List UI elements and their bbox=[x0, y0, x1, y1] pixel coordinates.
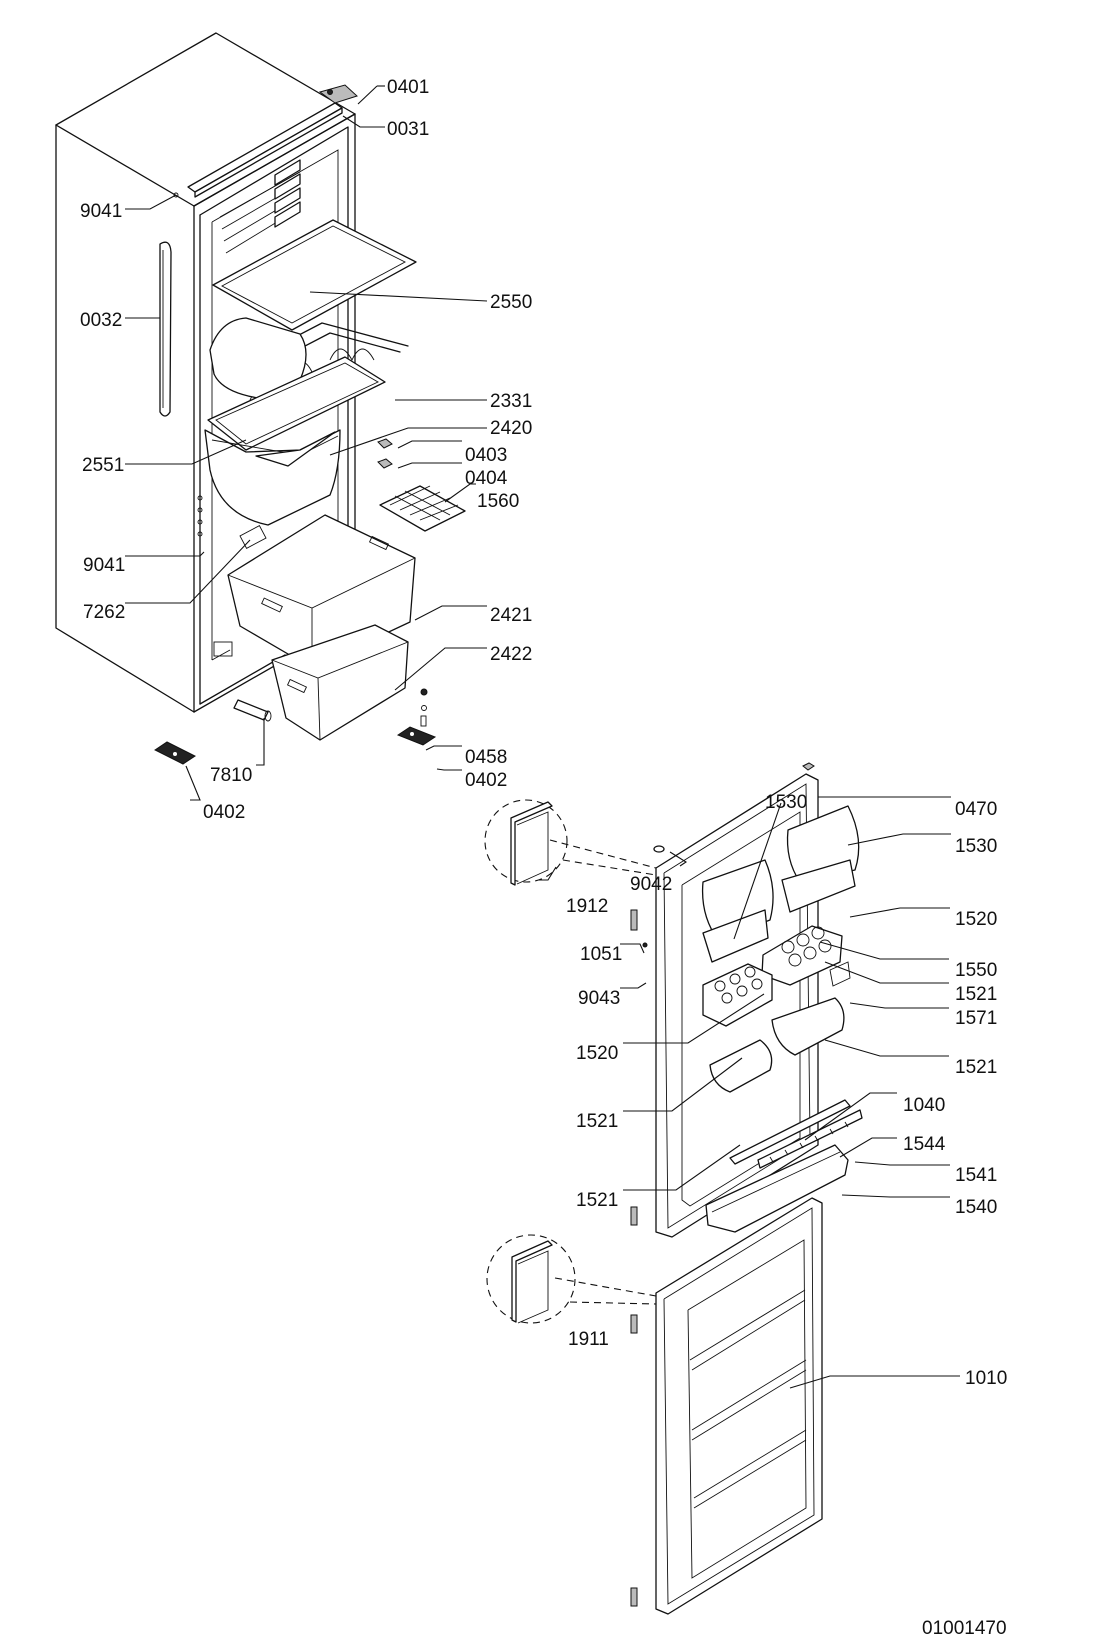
label-0401: 0401 bbox=[387, 77, 429, 98]
label-9042: 9042 bbox=[630, 874, 672, 895]
label-1521-c: 1521 bbox=[576, 1111, 618, 1132]
label-1521-b: 1521 bbox=[955, 1057, 997, 1078]
label-2551: 2551 bbox=[82, 455, 124, 476]
label-1530-right: 1530 bbox=[955, 836, 997, 857]
label-0402-right: 0402 bbox=[465, 770, 507, 791]
label-2421: 2421 bbox=[490, 605, 532, 626]
fridge-cabinet bbox=[55, 32, 358, 713]
label-1544: 1544 bbox=[903, 1134, 946, 1155]
label-9041-mid: 9041 bbox=[83, 555, 125, 576]
label-9043: 9043 bbox=[578, 988, 620, 1009]
label-1560: 1560 bbox=[477, 491, 519, 512]
label-1521-a: 1521 bbox=[955, 984, 997, 1005]
label-1520-right: 1520 bbox=[955, 909, 997, 930]
upper-door bbox=[484, 762, 863, 1238]
label-0404: 0404 bbox=[465, 468, 508, 489]
label-1051: 1051 bbox=[580, 944, 622, 965]
label-7810: 7810 bbox=[210, 765, 252, 786]
label-1571: 1571 bbox=[955, 1008, 997, 1029]
label-1911: 1911 bbox=[568, 1329, 609, 1350]
label-0032: 0032 bbox=[80, 310, 122, 331]
lower-door bbox=[486, 1197, 823, 1615]
label-2420: 2420 bbox=[490, 418, 532, 439]
label-0458: 0458 bbox=[465, 747, 507, 768]
label-2422: 2422 bbox=[490, 644, 532, 665]
label-1040: 1040 bbox=[903, 1095, 945, 1116]
label-0470: 0470 bbox=[955, 799, 997, 820]
label-2550: 2550 bbox=[490, 292, 532, 313]
label-2331: 2331 bbox=[490, 391, 532, 412]
label-9041-top: 9041 bbox=[80, 201, 122, 222]
label-1912: 1912 bbox=[566, 896, 608, 917]
label-0403: 0403 bbox=[465, 445, 507, 466]
label-1541: 1541 bbox=[955, 1165, 997, 1186]
shelves-and-bins bbox=[154, 219, 466, 765]
label-0402-left: 0402 bbox=[203, 802, 245, 823]
label-1010: 1010 bbox=[965, 1368, 1007, 1389]
label-7262: 7262 bbox=[83, 602, 125, 623]
part-labels: 0401 0031 9041 0032 2550 2331 2420 2551 … bbox=[80, 77, 1007, 1639]
leader-lines bbox=[125, 85, 960, 1389]
label-1530-top: 1530 bbox=[765, 792, 807, 813]
label-1520-left: 1520 bbox=[576, 1043, 618, 1064]
label-1550: 1550 bbox=[955, 960, 997, 981]
label-0031: 0031 bbox=[387, 119, 429, 140]
label-1540: 1540 bbox=[955, 1197, 997, 1218]
drawing-number: 01001470 bbox=[922, 1618, 1007, 1639]
label-1521-d: 1521 bbox=[576, 1190, 618, 1211]
